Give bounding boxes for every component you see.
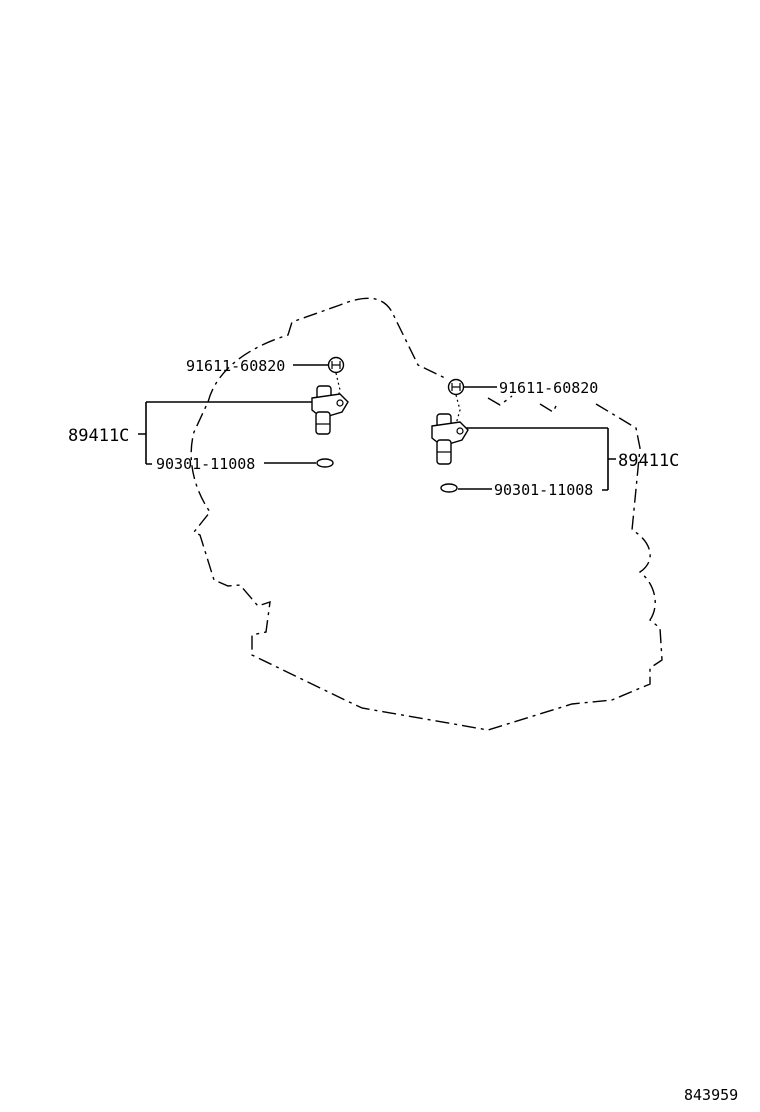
bolt-left bbox=[327, 356, 345, 374]
label-oring-left: 90301-11008 bbox=[156, 455, 255, 473]
o-ring-right bbox=[440, 483, 458, 493]
bracket-right bbox=[466, 427, 616, 491]
bolt-axis-right bbox=[455, 394, 461, 425]
bolt-right bbox=[447, 378, 465, 396]
figure-id: 843959 bbox=[684, 1086, 738, 1104]
sensor-right bbox=[431, 413, 469, 465]
label-sensor-right: 89411C bbox=[618, 451, 679, 471]
label-bolt-right: 91611-60820 bbox=[499, 379, 598, 397]
label-oring-right: 90301-11008 bbox=[494, 481, 593, 499]
sensor-left bbox=[311, 385, 349, 435]
bolt-axis-left bbox=[335, 372, 341, 405]
label-sensor-left: 89411C bbox=[68, 426, 129, 446]
label-bolt-left: 91611-60820 bbox=[186, 357, 285, 375]
bracket-left bbox=[138, 401, 312, 465]
o-ring-left bbox=[316, 458, 334, 468]
housing-outline bbox=[190, 297, 663, 731]
